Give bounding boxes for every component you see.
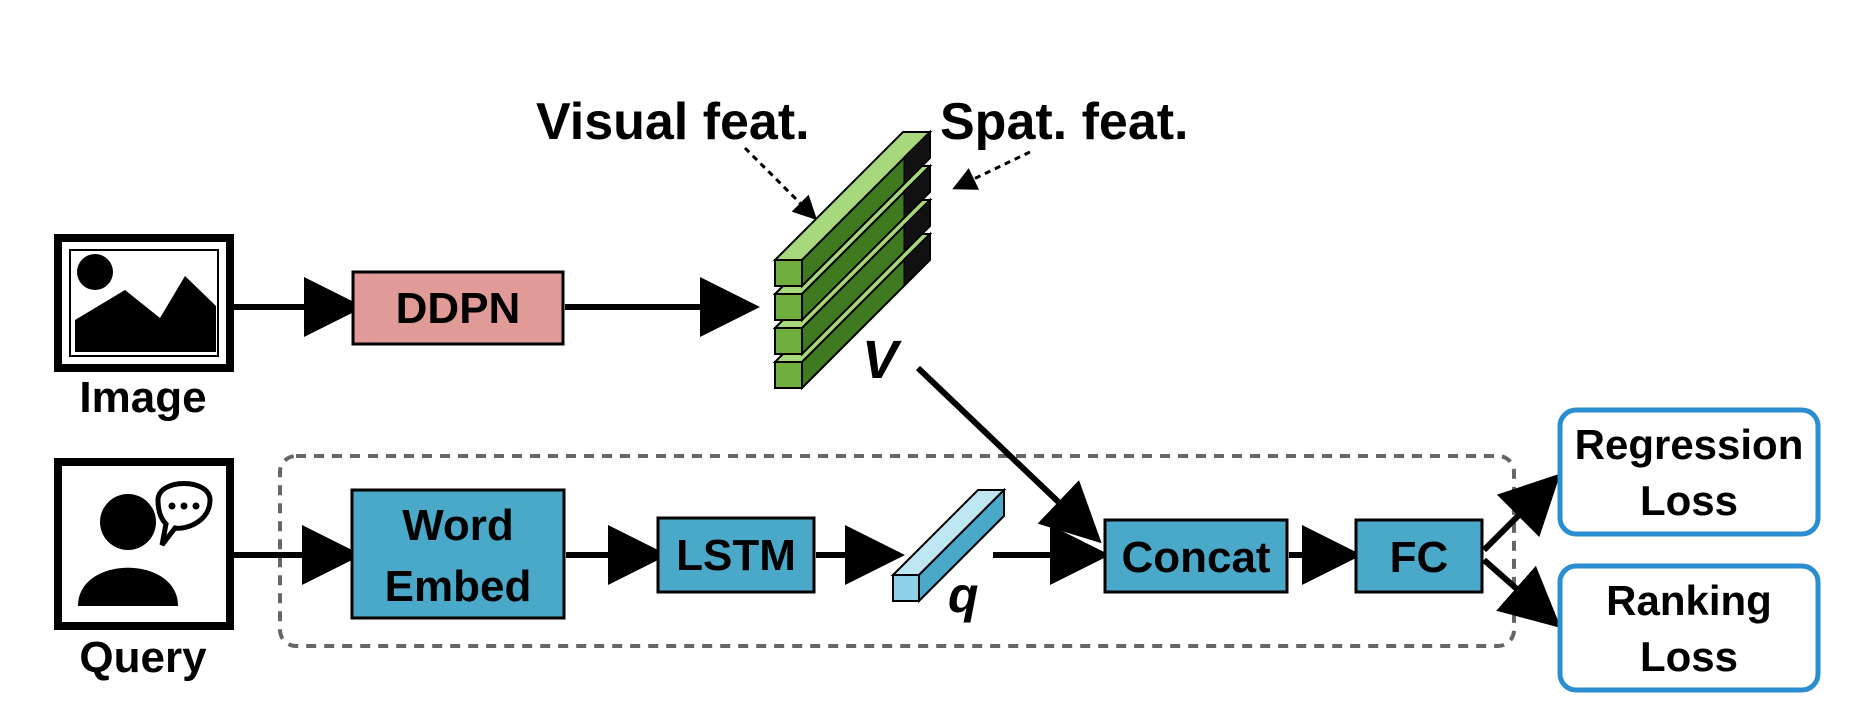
- word-embed-label-line2: Embed: [385, 562, 532, 611]
- image-icon: [54, 234, 234, 372]
- regression-loss-label-line1: Regression: [1575, 421, 1804, 468]
- spat-feat-label: Spat. feat.: [940, 93, 1189, 151]
- concat-label: Concat: [1121, 533, 1270, 582]
- ranking-loss-label-line1: Ranking: [1606, 577, 1772, 624]
- word-embed-label-line1: Word: [402, 501, 514, 550]
- ddpn-label: DDPN: [396, 284, 521, 333]
- q-label: q: [948, 567, 979, 623]
- lstm-box: [656, 516, 816, 594]
- user-chat-icon: [54, 458, 234, 630]
- visual-feat-label: Visual feat.: [536, 93, 810, 151]
- visual-feat-pointer-arrow: [743, 146, 818, 221]
- image-label: Image: [79, 373, 206, 422]
- ddpn-box: [351, 270, 565, 346]
- feature-bar: [772, 129, 933, 289]
- language-branch-region: [278, 454, 1516, 648]
- regression-loss-label-line2: Loss: [1640, 477, 1738, 524]
- regression-loss-box: [1557, 407, 1821, 537]
- ranking-loss-box: [1557, 563, 1821, 693]
- fc-box: [1354, 518, 1484, 594]
- arrow-fc-to-ranking-loss: [1482, 557, 1561, 628]
- ranking-loss-label-line2: Loss: [1640, 633, 1738, 680]
- query-label: Query: [79, 633, 207, 682]
- arrow-fc-to-regression-loss: [1481, 473, 1561, 553]
- arrow-v-to-concat: [915, 365, 1102, 544]
- v-label: V: [862, 330, 902, 390]
- word-embed-box: [350, 488, 566, 620]
- lstm-label: LSTM: [676, 531, 796, 580]
- concat-box: [1103, 518, 1289, 594]
- query-vector: [890, 487, 1007, 604]
- spat-feat-pointer-arrow: [952, 150, 1031, 190]
- feature-stack: [772, 129, 933, 391]
- fc-label: FC: [1390, 533, 1449, 582]
